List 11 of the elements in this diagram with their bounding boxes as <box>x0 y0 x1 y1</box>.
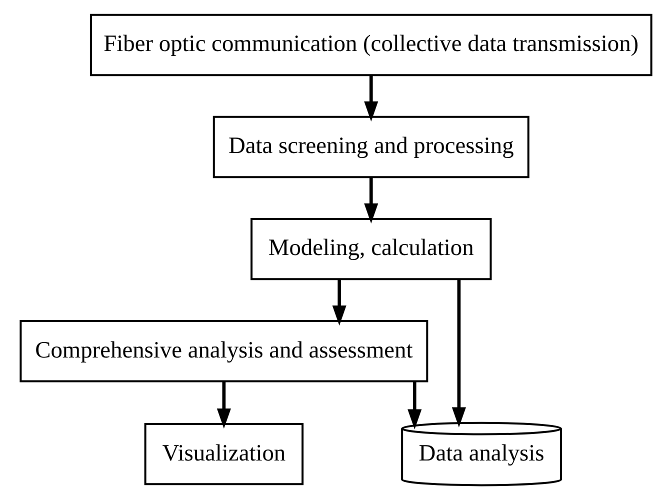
node-box: Fiber optic communication (collective data transmission) <box>90 14 652 76</box>
arrow <box>216 381 231 429</box>
node-box: Comprehensive analysis and assessment <box>20 320 428 382</box>
arrow <box>408 381 422 430</box>
node-box: Visualization <box>144 422 304 486</box>
arrow <box>452 279 466 428</box>
arrow <box>364 178 378 224</box>
node-box: Modeling, calculation <box>250 218 492 280</box>
arrow <box>364 76 378 122</box>
arrow <box>332 280 346 326</box>
node-box: Data screening and processing <box>212 116 530 178</box>
